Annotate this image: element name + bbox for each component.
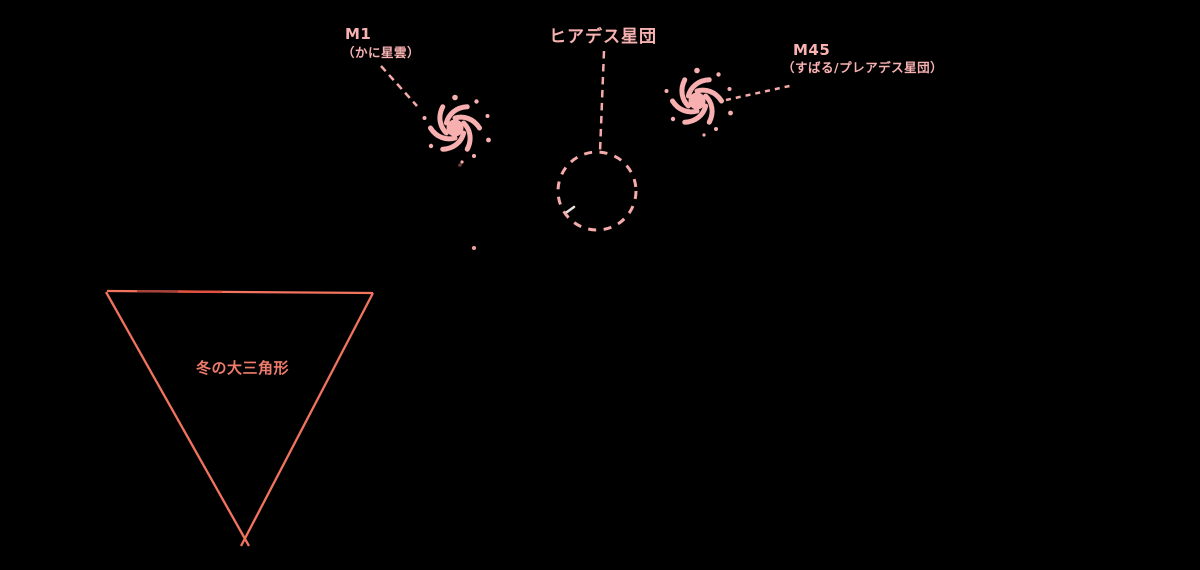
winter-triangle-label: 冬の大三角形 [196,359,290,377]
hyades-label: ヒアデス星団 [549,27,657,47]
white-star-dash [565,205,576,214]
m1-spiral-nebula-icon [423,95,491,164]
m45-sublabel: （すばる/プレアデス星団） [782,60,944,75]
m45-label: M45 [793,41,831,59]
winter-triangle-outline [104,289,375,547]
m1-leader-line [380,65,418,107]
winter-triangle-left-edge [104,291,251,547]
winter-triangle-right-edge [239,292,375,547]
m1-sublabel: （かに星雲） [342,45,421,60]
hyades-leader-line [598,50,606,153]
m45-spiral-nebula-icon [665,68,733,137]
small-star-dot [472,246,476,250]
faint-star-dot [458,163,462,167]
m1-label: M1 [345,25,372,43]
hyades-dashed-circle-icon [556,150,638,232]
m45-leader-line [725,83,795,102]
